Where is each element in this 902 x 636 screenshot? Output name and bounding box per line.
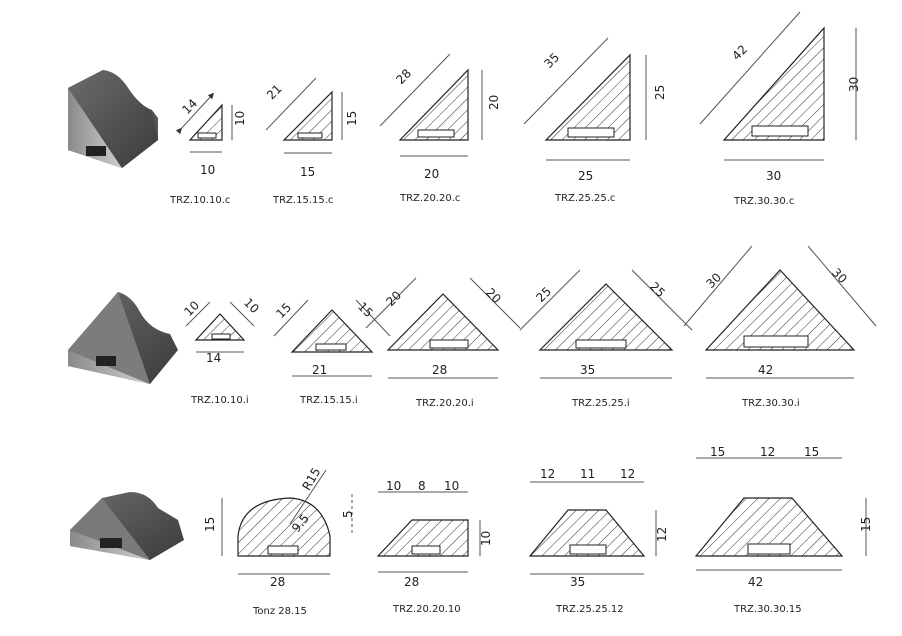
caption: TRZ.25.25.c: [554, 193, 615, 204]
dim-height: 10: [233, 111, 247, 126]
dim-t3: 12: [620, 467, 635, 481]
dim-left: 25: [533, 284, 554, 305]
caption: TRZ.20.20.10: [392, 604, 461, 615]
drawing-tonz-28-15: 15 R15 9.5 5 28 Tonz 28.15: [203, 465, 355, 617]
dim-t1: 10: [386, 479, 401, 493]
dim-left: 30: [703, 270, 724, 291]
dim-hyp: 42: [729, 42, 750, 63]
dim-base: 28: [432, 363, 447, 377]
drawing-trz-25-25-c: 35 25 25 TRZ.25.25.c: [523, 37, 667, 204]
dim-hyp: 21: [264, 82, 285, 103]
dim-base: 42: [758, 363, 773, 377]
dim-base: 21: [312, 363, 327, 377]
dim-gap: 5: [341, 510, 355, 518]
dim-t2: 12: [760, 445, 775, 459]
caption: TRZ.10.10.i: [190, 395, 249, 406]
dim-base: 10: [200, 163, 215, 177]
dim-height: 12: [655, 527, 669, 542]
dim-t2: 11: [580, 467, 595, 481]
dim-hyp: 28: [393, 66, 414, 87]
caption: TRZ.30.30.15: [733, 604, 802, 615]
drawing-trz-15-15-c: 21 15 15 TRZ.15.15.c: [264, 77, 359, 206]
dim-height: 15: [345, 111, 359, 126]
dim-right: 20: [483, 285, 504, 306]
caption: Tonz 28.15: [252, 606, 307, 617]
caption: TRZ.30.30.c: [733, 196, 794, 207]
dim-base: 28: [404, 575, 419, 589]
drawing-trz-20-20-c: 28 20 20 TRZ.20.20.c: [379, 53, 501, 204]
dim-t2: 8: [418, 479, 426, 493]
dim-hyp: 35: [541, 50, 562, 71]
drawing-trz-10-10-c: 14 10 10 TRZ.10.10.c: [169, 92, 247, 206]
dim-t1: 15: [710, 445, 725, 459]
caption: TRZ.30.30.i: [741, 398, 800, 409]
dim-height: 10: [479, 531, 493, 546]
drawing-trz-25-25-12: 12 11 12 12 35 TRZ.25.25.12: [528, 467, 669, 615]
dim-height: 20: [487, 95, 501, 110]
dim-base: 20: [424, 167, 439, 181]
dim-side: 15: [203, 517, 217, 532]
drawing-trz-20-20-i: 20 20 28 TRZ.20.20.i: [365, 277, 521, 409]
dim-base: 28: [270, 575, 285, 589]
dim-height: 25: [653, 85, 667, 100]
dim-base: 15: [300, 165, 315, 179]
dim-left: 20: [383, 288, 404, 309]
caption: TRZ.20.20.c: [399, 193, 460, 204]
caption: TRZ.15.15.c: [272, 195, 333, 206]
dim-base: 25: [578, 169, 593, 183]
caption: TRZ.20.20.i: [415, 398, 474, 409]
drawing-trz-30-30-i: 30 30 42 TRZ.30.30.i: [683, 245, 877, 409]
caption: TRZ.10.10.c: [169, 195, 230, 206]
product-render-i: [68, 292, 178, 384]
drawing-trz-15-15-i: 15 15 21 TRZ.15.15.i: [273, 299, 391, 406]
dim-height: 30: [847, 77, 861, 92]
dim-t3: 15: [804, 445, 819, 459]
dim-left: 10: [181, 298, 202, 319]
dim-base: 35: [580, 363, 595, 377]
dim-right: 10: [241, 295, 262, 316]
dim-t1: 12: [540, 467, 555, 481]
dim-hyp: 14: [179, 96, 200, 117]
dim-height: 15: [859, 517, 873, 532]
dim-base: 35: [570, 575, 585, 589]
caption: TRZ.25.25.i: [571, 398, 630, 409]
dim-base: 14: [206, 351, 221, 365]
drawing-trz-30-30-15: 15 12 15 15 42 TRZ.30.30.15: [694, 445, 873, 615]
product-render-c: [68, 70, 158, 168]
dim-base: 30: [766, 169, 781, 183]
dim-t3: 10: [444, 479, 459, 493]
caption: TRZ.25.25.12: [555, 604, 624, 615]
drawing-trz-25-25-i: 25 25 35 TRZ.25.25.i: [519, 269, 693, 409]
drawing-trz-30-30-c: 42 30 30 TRZ.30.30.c: [699, 11, 861, 207]
dim-base: 42: [748, 575, 763, 589]
dim-right: 25: [647, 279, 668, 300]
dim-right: 30: [829, 265, 850, 286]
caption: TRZ.15.15.i: [299, 395, 358, 406]
product-render-trap: [70, 492, 184, 560]
drawing-trz-20-20-10: 10 8 10 10 28 TRZ.20.20.10: [376, 479, 493, 615]
drawing-trz-10-10-i: 10 10 14 TRZ.10.10.i: [181, 295, 261, 406]
